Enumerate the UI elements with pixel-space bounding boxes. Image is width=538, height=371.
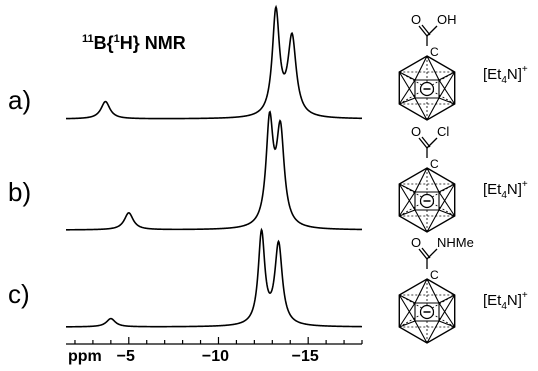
title-isotope-mass: 11 (82, 33, 94, 45)
cage-edge (426, 97, 440, 121)
cage-edge (438, 183, 455, 193)
c-substituent-bond (426, 25, 438, 37)
cage-edge (438, 294, 456, 322)
cage-edge (438, 71, 456, 99)
tick-label-minus10: −10 (202, 348, 229, 365)
cation-label-c: [Et4N]+ (483, 290, 528, 312)
closo-carborane-a: C O OH (398, 12, 457, 121)
spectrum-trace-c (66, 227, 362, 328)
c-o-double-bond-2 (421, 24, 431, 36)
c-substituent-bond (426, 248, 438, 260)
closo-carborane-b: C O Cl (398, 124, 456, 233)
cage-back-edge (399, 87, 428, 105)
cage-edge (438, 71, 455, 81)
cage-edge (414, 209, 428, 233)
cage-edge (426, 320, 440, 344)
cage-edge (414, 97, 428, 121)
cage-edge (398, 79, 416, 105)
cage-carbon-label: C (430, 268, 439, 282)
c-o-double-bond-1 (418, 137, 428, 149)
substituent-label: NHMe (437, 235, 474, 250)
c-substituent-bond (426, 137, 438, 149)
cage-edge (426, 55, 440, 81)
tick-label-minus5: −5 (117, 348, 135, 365)
cage-edge (414, 278, 428, 304)
cation-label-a: [Et4N]+ (483, 64, 528, 86)
cage-edge (398, 183, 416, 211)
closo-carborane-c: C O NHMe (398, 235, 474, 344)
title-decoupled-mass: 1 (114, 33, 120, 45)
c-o-double-bond-2 (421, 247, 431, 259)
oxygen-label: O (411, 12, 421, 27)
cage-edge (438, 79, 456, 105)
cage-edge (438, 302, 456, 328)
substituent-label: Cl (437, 124, 449, 139)
cage-edge (426, 167, 440, 193)
c-o-double-bond-1 (418, 248, 428, 260)
figure-title: 11B{1H} NMR (82, 33, 186, 53)
title-decoupled: H (120, 33, 133, 53)
cage-edge (399, 294, 416, 304)
cage-back-edge (399, 310, 428, 328)
spectrum-trace-b (65, 110, 363, 231)
cage-back-edge (426, 87, 455, 105)
ppm-axis: ppm −5 −10 −15 (66, 337, 363, 365)
cage-edge (399, 71, 416, 81)
cage-edge (414, 55, 428, 81)
trace-label-c: c) (8, 279, 30, 309)
spectrum-trace-a (65, 4, 363, 120)
trace-label-b: b) (8, 177, 31, 207)
c-o-double-bond-2 (421, 136, 431, 148)
substituent-label: OH (437, 12, 457, 27)
title-suffix: NMR (140, 33, 186, 53)
cage-edge (438, 294, 455, 304)
cage-edge (398, 302, 416, 328)
spectra-group (65, 4, 363, 328)
cage-edge (399, 320, 416, 328)
cage-back-edge (426, 71, 455, 89)
cage-edge (398, 71, 416, 99)
cage-edge (414, 320, 428, 344)
cage-edge (426, 278, 440, 304)
cage-edge (438, 191, 456, 217)
cage-edge (399, 183, 416, 193)
cage-edge (398, 191, 416, 217)
cage-back-edge (426, 294, 455, 312)
cage-edge (399, 209, 416, 217)
cage-carbon-label: C (430, 45, 439, 59)
cage-edge (414, 167, 428, 193)
cage-edge (399, 97, 416, 105)
cage-back-edge (399, 183, 428, 201)
cage-carbon-label: C (430, 157, 439, 171)
cage-back-edge (399, 199, 428, 217)
title-nucleus: B (94, 33, 107, 53)
cage-edge (438, 209, 455, 217)
cage-edge (438, 97, 455, 105)
cage-back-edge (426, 199, 455, 217)
oxygen-label: O (411, 124, 421, 139)
cage-back-edge (426, 310, 455, 328)
oxygen-label: O (411, 235, 421, 250)
axis-unit-label: ppm (68, 348, 102, 365)
cage-edge (438, 320, 455, 328)
trace-label-a: a) (8, 85, 31, 115)
cage-back-edge (399, 294, 428, 312)
tick-label-minus15: −15 (292, 348, 319, 365)
cage-edge (438, 183, 456, 211)
cage-edge (398, 294, 416, 322)
cage-edge (426, 209, 440, 233)
cation-label-b: [Et4N]+ (483, 179, 528, 201)
c-o-double-bond-1 (418, 25, 428, 37)
cage-back-edge (399, 71, 428, 89)
cage-back-edge (426, 183, 455, 201)
